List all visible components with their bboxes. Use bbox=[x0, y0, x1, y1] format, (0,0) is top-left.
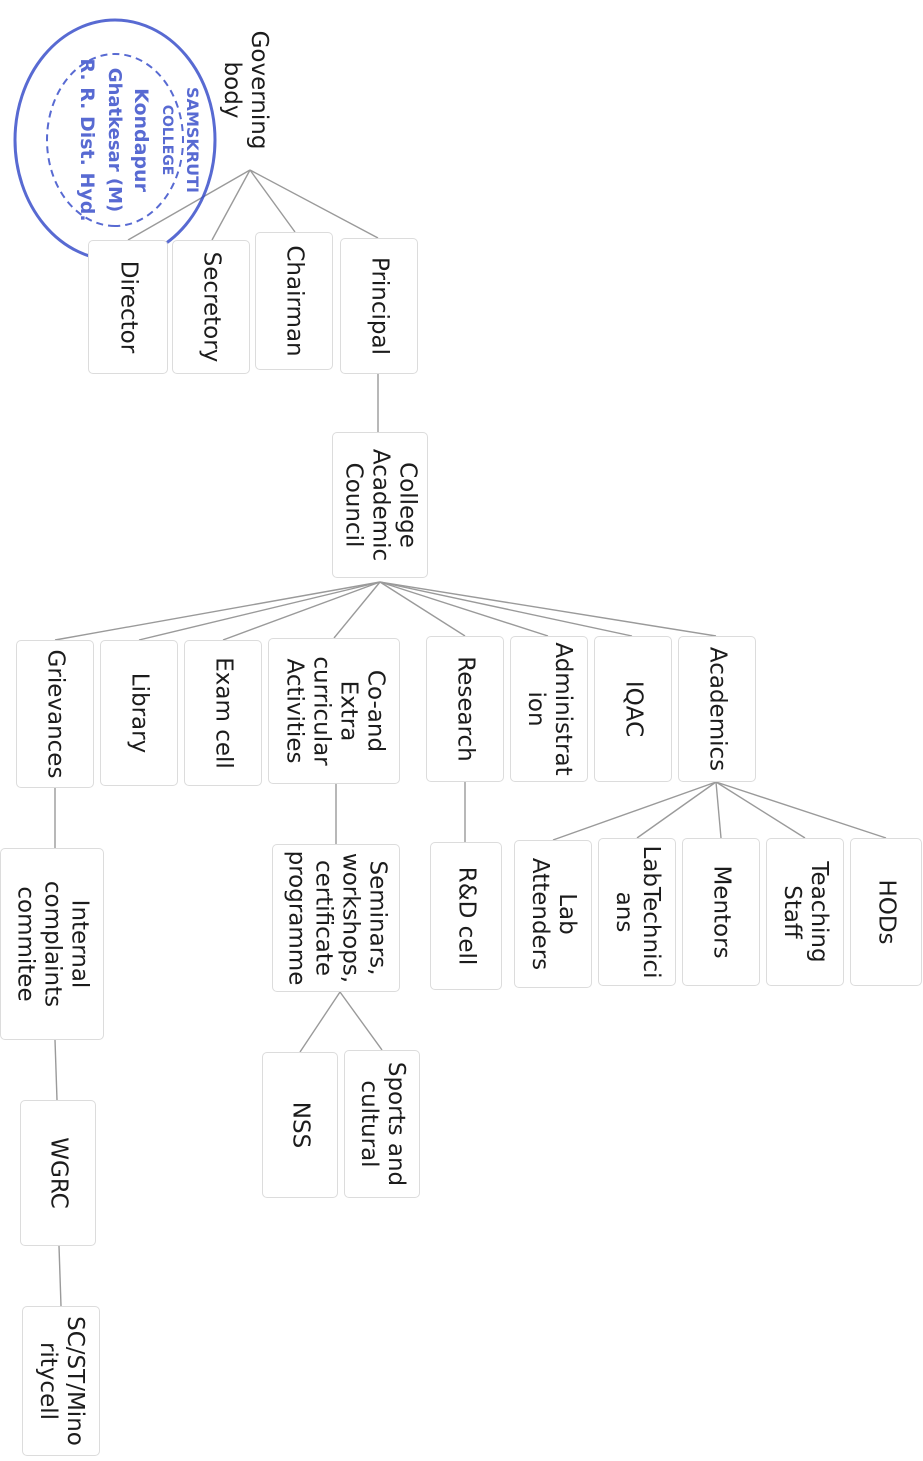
connector-line bbox=[715, 781, 722, 839]
rd-cell-label: R&D cell bbox=[453, 866, 480, 966]
principal-label: Principal bbox=[366, 256, 393, 356]
exam-cell-label: Exam cell bbox=[210, 657, 237, 769]
sports-cultural-label: Sports and cultural bbox=[356, 1061, 410, 1187]
lab-technicians-box: LabTechnici ans bbox=[598, 838, 676, 986]
connector-line bbox=[222, 581, 381, 641]
connector-line bbox=[333, 581, 381, 639]
hods-label: HODs bbox=[873, 879, 900, 945]
connector-line bbox=[339, 991, 383, 1051]
lab-attenders-label: Lab Attenders bbox=[527, 857, 581, 971]
exam-cell-box: Exam cell bbox=[184, 640, 262, 786]
director-box: Director bbox=[88, 240, 168, 374]
nss-box: NSS bbox=[262, 1052, 338, 1198]
connector-line bbox=[552, 781, 717, 841]
wgrc-label: WGRC bbox=[45, 1137, 72, 1209]
seal-text: SAMSKRUTI bbox=[183, 87, 202, 193]
seal-text: COLLEGE bbox=[159, 105, 175, 176]
connector-line bbox=[379, 581, 466, 637]
teaching-staff-box: Teaching Staff bbox=[766, 838, 844, 986]
director-label: Director bbox=[115, 260, 142, 354]
secretory-box: Secretory bbox=[172, 240, 250, 374]
administration-box: Administrat ion bbox=[510, 636, 588, 782]
hods-box: HODs bbox=[850, 838, 922, 986]
library-box: Library bbox=[100, 640, 178, 786]
rd-cell-box: R&D cell bbox=[430, 842, 502, 990]
sports-cultural-box: Sports and cultural bbox=[344, 1050, 420, 1198]
teaching-staff-label: Teaching Staff bbox=[779, 861, 833, 963]
connector-line bbox=[211, 169, 251, 241]
connector-line bbox=[138, 581, 381, 641]
seal-text: R. R. Dist. Hyd. bbox=[76, 58, 98, 221]
internal-complaints-label: Internal complaints commitee bbox=[12, 880, 93, 1008]
chairman-box: Chairman bbox=[255, 232, 333, 370]
academic-council-label: College Academic Council bbox=[340, 448, 421, 562]
principal-box: Principal bbox=[340, 238, 418, 374]
research-label: Research bbox=[452, 656, 479, 762]
connector-line bbox=[715, 781, 806, 839]
connector-line bbox=[299, 991, 341, 1053]
lab-technicians-label: LabTechnici ans bbox=[611, 845, 665, 979]
governing-body-label: Governing body bbox=[219, 30, 273, 150]
academics-label: Academics bbox=[704, 646, 731, 772]
nss-label: NSS bbox=[287, 1101, 314, 1149]
iqac-box: IQAC bbox=[594, 636, 672, 782]
grievances-label: Grievances bbox=[42, 649, 69, 779]
lab-attenders-box: Lab Attenders bbox=[514, 840, 592, 988]
connector-line bbox=[54, 581, 381, 641]
academic-council-box: College Academic Council bbox=[332, 432, 428, 578]
connector-line bbox=[249, 169, 296, 233]
connector-line bbox=[715, 781, 887, 839]
academics-box: Academics bbox=[678, 636, 756, 782]
connector-line bbox=[379, 581, 633, 637]
governing-body-box: Governing body bbox=[210, 20, 280, 160]
seal-text: Kondapur bbox=[130, 88, 152, 193]
seminars-label: Seminars, workshops, certificate program… bbox=[282, 850, 391, 986]
internal-complaints-box: Internal complaints commitee bbox=[0, 848, 104, 1040]
sc-st-minority-cell-box: SC/ST/Mino ritycell bbox=[22, 1306, 100, 1456]
connector-line bbox=[127, 169, 251, 241]
chairman-label: Chairman bbox=[281, 245, 308, 357]
connector-line bbox=[636, 781, 717, 839]
connector-line bbox=[249, 169, 379, 239]
seal-text: Ghatkesar (M) bbox=[104, 68, 125, 212]
administration-label: Administrat ion bbox=[523, 642, 577, 776]
library-label: Library bbox=[126, 672, 153, 754]
iqac-label: IQAC bbox=[620, 680, 647, 738]
connector-line bbox=[379, 581, 549, 637]
mentors-box: Mentors bbox=[682, 838, 760, 986]
connector-line bbox=[58, 1245, 62, 1307]
co-extra-curricular-label: Co-and Extra curricular Activities bbox=[280, 656, 389, 766]
grievances-box: Grievances bbox=[16, 640, 94, 788]
mentors-label: Mentors bbox=[708, 865, 735, 959]
wgrc-box: WGRC bbox=[20, 1100, 96, 1246]
research-box: Research bbox=[426, 636, 504, 782]
sc-st-minority-cell-label: SC/ST/Mino ritycell bbox=[35, 1316, 89, 1446]
connector-line bbox=[54, 1039, 58, 1101]
connector-line bbox=[379, 581, 717, 637]
seminars-box: Seminars, workshops, certificate program… bbox=[272, 844, 400, 992]
secretory-label: Secretory bbox=[198, 251, 225, 363]
co-extra-curricular-box: Co-and Extra curricular Activities bbox=[268, 638, 400, 784]
